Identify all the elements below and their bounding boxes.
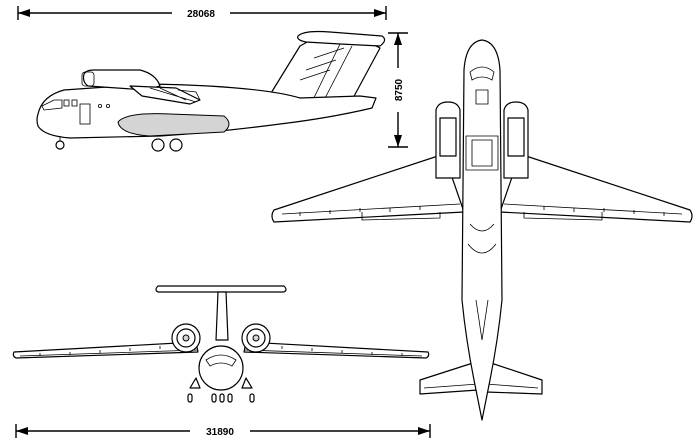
span-label: 31890 [206,427,234,438]
side-main-wheel [169,138,183,152]
front-fuselage [198,345,244,391]
front-wheel [211,393,217,403]
plan-left-wing [271,153,465,223]
side-nose-wheel [55,140,65,150]
front-left-wing [12,341,199,359]
plan-right-wing [499,153,693,223]
front-wheel [249,393,255,403]
front-right-wing [243,341,430,359]
side-engine-nacelle [82,69,161,91]
front-fin [215,291,229,341]
front-wheel [227,393,233,403]
plan-view [271,39,693,421]
front-wheel [187,393,193,403]
height-dimension: 8750 [388,32,408,148]
length-label: 28068 [187,9,215,20]
front-wheel [219,393,225,403]
side-gear-fairing [117,113,230,137]
side-view [36,30,386,152]
length-dimension: 28068 [17,6,387,20]
side-t-tail [297,30,386,47]
span-dimension: 31890 [15,424,431,438]
plan-fuselage [461,39,503,421]
side-main-wheel [151,138,165,152]
front-t-tail [155,285,287,293]
side-door [79,103,91,125]
front-view [12,285,430,403]
height-label: 8750 [394,78,405,101]
